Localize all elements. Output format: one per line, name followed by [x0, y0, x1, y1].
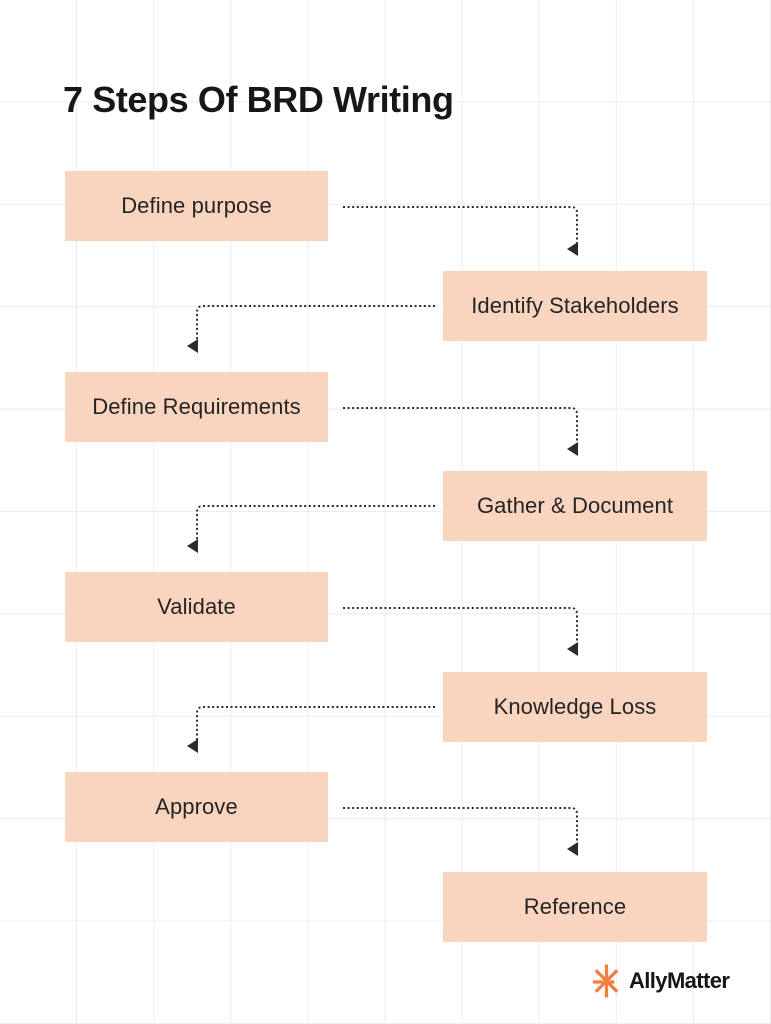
arrow-gather-document-to-validate — [187, 505, 435, 553]
arrow-define-purpose-to-identify-stakeholders — [343, 206, 578, 256]
brand-logo: AllyMatter — [590, 962, 730, 1000]
arrow-approve-to-reference — [343, 807, 578, 856]
arrow-define-requirements-to-gather-document — [343, 407, 578, 456]
arrow-knowledge-loss-to-approve — [187, 706, 435, 753]
allymatter-starburst-icon — [592, 964, 619, 998]
page-title: 7 Steps Of BRD Writing — [63, 79, 454, 120]
arrow-identify-stakeholders-to-define-requirements — [187, 305, 435, 353]
step-box-approve: Approve — [65, 772, 328, 842]
step-box-validate: Validate — [65, 572, 328, 642]
step-box-identify-stakeholders: Identify Stakeholders — [443, 271, 707, 341]
arrow-validate-to-knowledge-loss — [343, 607, 578, 656]
step-box-define-purpose: Define purpose — [65, 171, 328, 241]
step-box-knowledge-loss: Knowledge Loss — [443, 672, 707, 742]
step-box-define-requirements: Define Requirements — [65, 372, 328, 442]
step-box-gather-document: Gather & Document — [443, 471, 707, 541]
step-box-reference: Reference — [443, 872, 707, 942]
brand-logo-text: AllyMatter — [629, 968, 730, 993]
